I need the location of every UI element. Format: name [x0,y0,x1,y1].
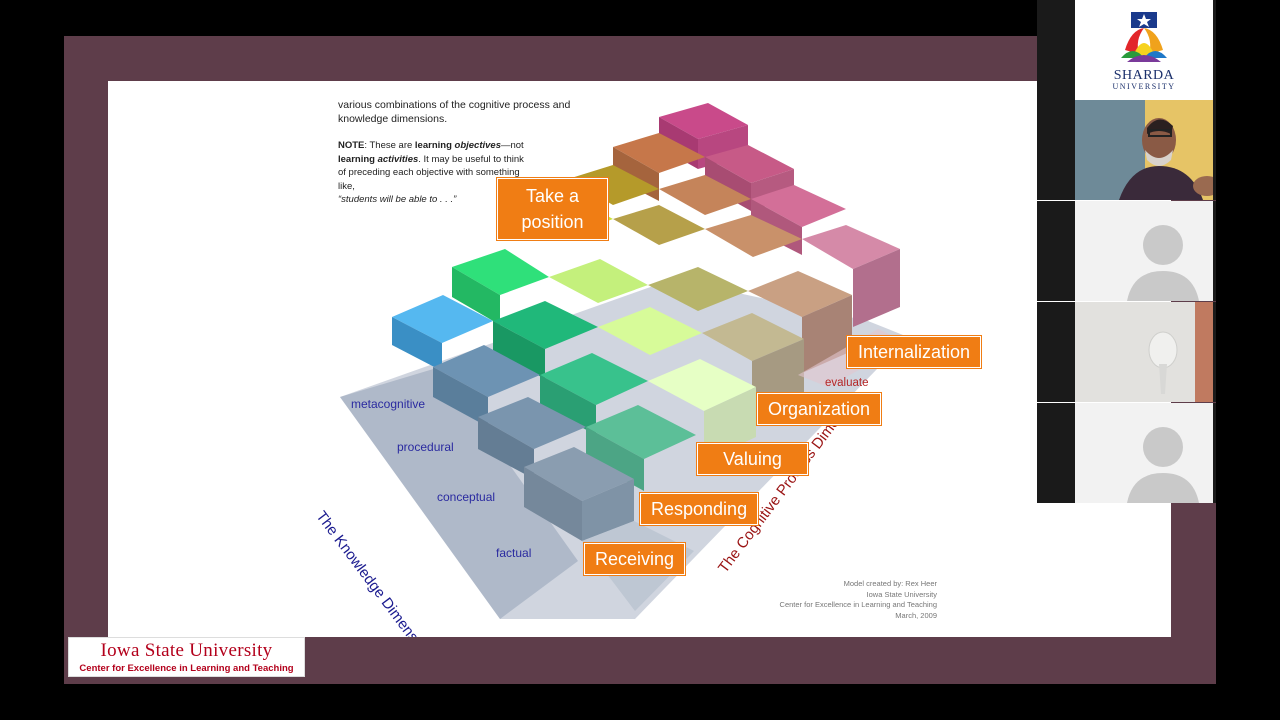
intro-text: various combinations of the cognitive pr… [338,99,571,125]
callout-internalization: Internalization [847,336,982,368]
participant-panel: SHARDA UNIVERSITY [1037,0,1221,504]
isu-logo: Iowa State University Center for Excelle… [68,637,305,677]
user-placeholder-icon [1127,427,1199,503]
speaker-video [1075,100,1221,200]
note-text: NOTE: These are learning objectives—not … [338,140,524,205]
sharda-emblem-icon [1121,12,1167,62]
participant-tile-speaker[interactable] [1037,100,1221,200]
model-credit: Model created by: Rex Heer Iowa State Un… [779,579,937,620]
user-placeholder-icon [1127,225,1199,301]
knowledge-level-metacognitive: metacognitive [351,397,426,411]
callout-organization: Organization [757,393,882,425]
room-video [1075,302,1213,402]
callout-receiving: Receiving [584,543,686,575]
knowledge-level-conceptual: conceptual [437,490,496,504]
sharda-subline: UNIVERSITY [1112,82,1176,91]
knowledge-level-procedural: procedural [397,440,454,454]
callout-responding: Responding [640,493,759,525]
floor-knowledge [340,367,578,619]
participant-tile-sharda[interactable]: SHARDA UNIVERSITY [1037,0,1216,100]
participant-tile-avatar-2[interactable] [1037,403,1216,503]
callout-take-a-position: Take a position [497,178,608,240]
participant-tile-room[interactable] [1037,302,1216,402]
callout-valuing: Valuing [697,443,808,475]
knowledge-level-factual: factual [496,546,532,560]
slide: various combinations of the cognitive pr… [108,81,1171,637]
participant-tile-avatar-1[interactable] [1037,201,1216,301]
taxonomy-cube-diagram [340,103,908,619]
sharda-wordmark: SHARDA [1113,68,1175,83]
cognitive-level-evaluate: evaluate [825,377,869,389]
